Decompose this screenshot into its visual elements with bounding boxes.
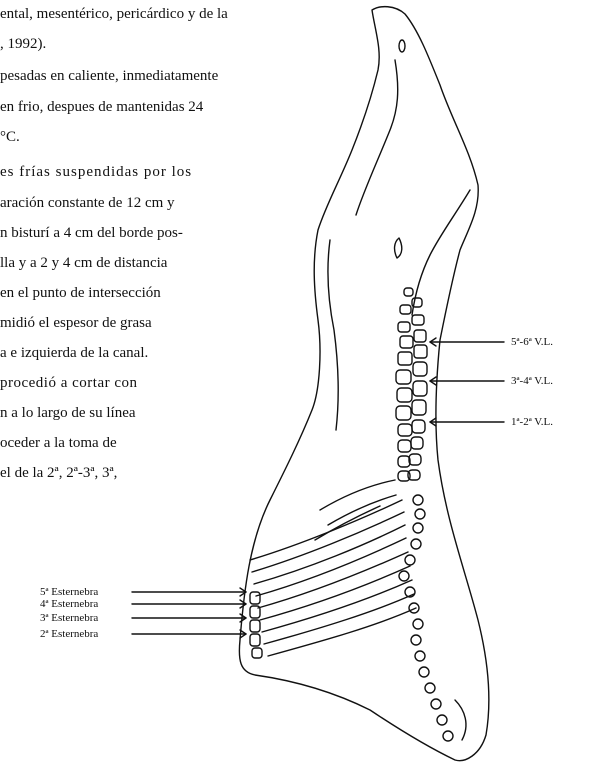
- vertebra-arrows: [430, 338, 504, 426]
- teardrop-mark: [395, 238, 402, 258]
- lower-bones: [399, 495, 466, 741]
- ribs: [250, 480, 416, 656]
- sternebra-label-5: 5ª Esternebra: [40, 586, 98, 598]
- sternebra-arrows: [132, 588, 246, 638]
- inner-spine-line: [328, 240, 338, 430]
- neck-line: [356, 60, 398, 215]
- vertebra-label-3-4: 3ª-4ª V.L.: [511, 375, 553, 387]
- sternebrae: [250, 592, 262, 658]
- upper-oval: [399, 40, 405, 52]
- sternebra-label-3: 3ª Esternebra: [40, 612, 98, 624]
- vertebrae-column: [396, 288, 427, 481]
- sternebra-label-4: 4ª Esternebra: [40, 598, 98, 610]
- sternebra-label-2: 2ª Esternebra: [40, 628, 98, 640]
- vertebra-label-1-2: 1ª-2ª V.L.: [511, 416, 553, 428]
- carcass-outline: [239, 7, 488, 761]
- inner-back-line: [412, 190, 470, 315]
- vertebra-label-5-6: 5ª-6ª V.L.: [511, 336, 553, 348]
